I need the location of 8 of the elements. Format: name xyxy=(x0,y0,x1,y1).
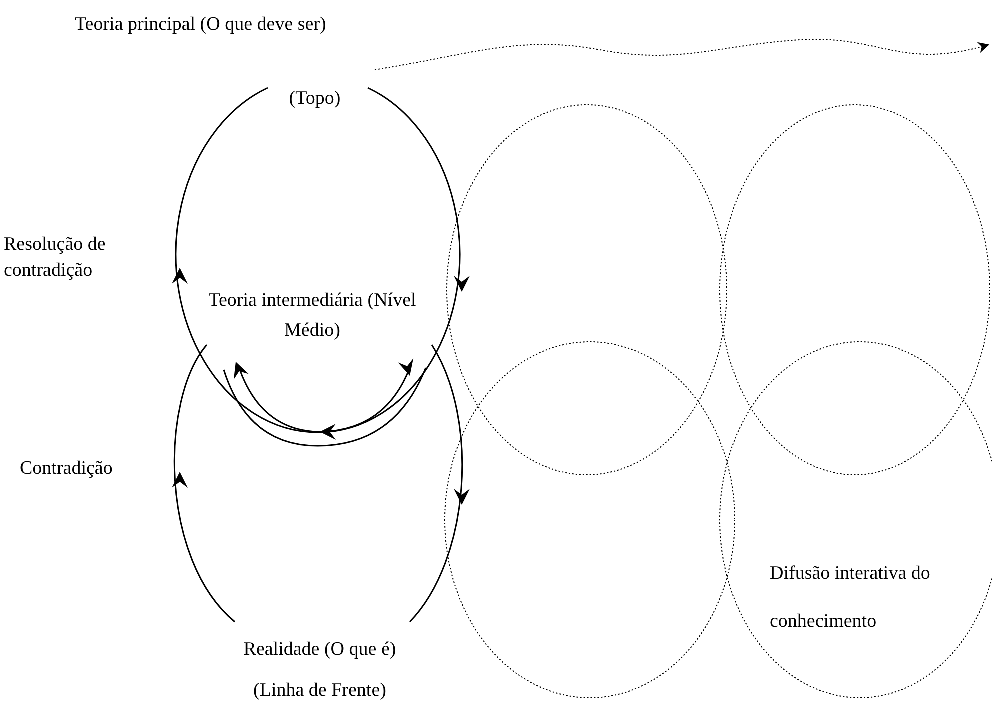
note-text: Difusão interativa do conhecimento xyxy=(770,562,932,634)
level-label: Teoria intermediária (Nível Médio) xyxy=(208,289,418,343)
level-label: Realidade (O que é) xyxy=(242,638,398,662)
level-label: (Linha de Frente) xyxy=(252,679,388,703)
level-label: (Topo) xyxy=(288,87,342,111)
side-label: Contradição xyxy=(20,457,114,481)
side-label: Resolução de contradição xyxy=(4,233,107,283)
heading-text: Teoria principal (O que deve ser) xyxy=(75,13,328,37)
